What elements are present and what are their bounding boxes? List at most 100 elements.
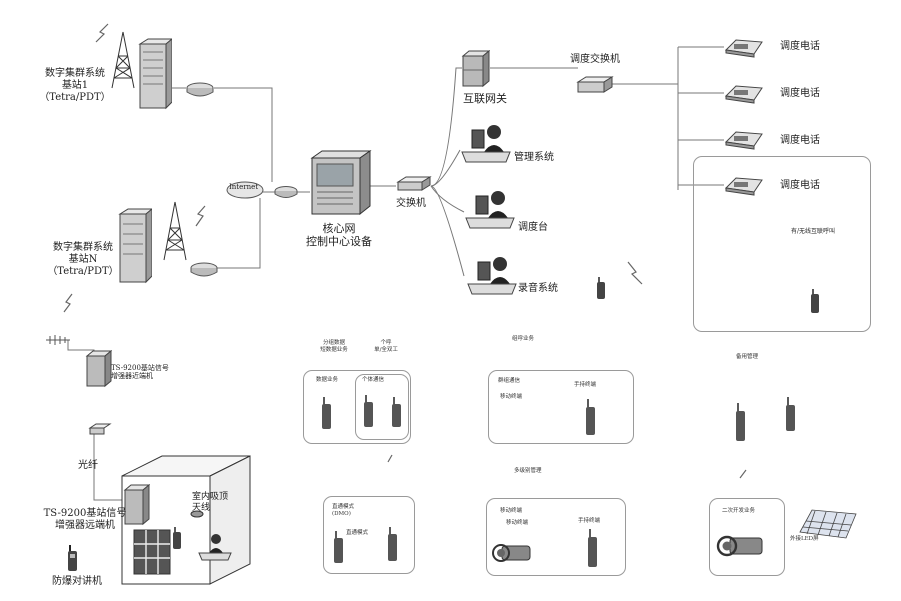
fiber-converter-icon (88, 420, 112, 439)
handheld-radio-icon (362, 394, 374, 432)
dispatch-switch-icon (576, 76, 614, 98)
dispatch-phone-label: 调度电话 (780, 41, 820, 52)
handheld-radio-icon (66, 544, 78, 576)
service-caption-3: 组呼业务 (512, 336, 535, 342)
fiber-label: 光纤 (78, 460, 98, 471)
indoor-antenna-line1: 室内吸顶 (192, 492, 229, 502)
switch-icon (396, 176, 432, 196)
mgmt-system-label: 管理系统 (514, 152, 554, 163)
secondary-dev-panel (709, 498, 785, 576)
handheld-radio-icon (586, 528, 598, 572)
yagi-antenna (46, 335, 70, 345)
handheld-radio-icon (810, 288, 820, 318)
group-call-title: 群组通信 (498, 378, 521, 384)
far-end-line1: TS-9200基站信号 (43, 508, 127, 519)
base-station-n-label: 数字集群系统 基站N （Tetra/PDT） (40, 242, 126, 278)
signal-bolt (63, 23, 747, 479)
far-end-label: TS-9200基站信号 增强器远端机 (36, 508, 134, 532)
handheld-radio-icon (172, 526, 182, 554)
service-caption-4: 备用管理 (736, 354, 759, 360)
personal-call-label: 个体通信 (362, 377, 385, 383)
data-service-label: 数据业务 (316, 377, 339, 383)
personal-call-panel (355, 374, 409, 440)
handheld-radio-icon (390, 396, 402, 432)
desk-phone-icon (724, 38, 764, 62)
dispatch-phone-label: 调度电话 (780, 180, 820, 191)
direct-mode-inner: 直通模式 (346, 530, 369, 536)
indoor-antenna-line2: 天线 (192, 502, 211, 513)
base-station-1-label: 数字集群系统 基站1 （Tetra/PDT） (32, 68, 118, 104)
handheld-radio-icon (386, 526, 398, 566)
interconnect-label: 有/无线互联呼叫 (791, 228, 836, 235)
tower-icon (160, 200, 190, 266)
tower-icon (108, 30, 138, 94)
direct-mode-panel (323, 496, 415, 574)
near-end-line2: 增强器近端机 (111, 372, 153, 381)
switch-label: 交换机 (396, 198, 426, 209)
handheld-radio-icon (596, 276, 606, 304)
direct-mode-title: 直通模式 (DMO) (332, 504, 354, 517)
dispatch-phone-label: 调度电话 (780, 88, 820, 99)
handheld-radio-icon (332, 530, 344, 568)
operator-workstation-icon (466, 254, 518, 302)
handheld-radio-icon (584, 398, 596, 440)
handheld-radio-icon (734, 402, 746, 446)
internet-cloud-icon (226, 180, 264, 204)
operator-workstation-icon (460, 122, 512, 170)
base-station-n-line2: 基站N (68, 254, 98, 265)
dispatch-phone-label: 调度电话 (780, 135, 820, 146)
desk-phone-icon (724, 176, 764, 200)
service-caption-1: 分组数据 短数据业务 (312, 340, 356, 353)
base-station-1-line2: 基站1 (61, 80, 89, 91)
group-call-mobile: 移动终端 (500, 394, 523, 400)
server-rack-icon (118, 207, 154, 288)
gateway-icon (460, 49, 491, 94)
vehicle-sub: 移动终端 (506, 520, 529, 526)
router-icon (274, 184, 298, 204)
vehicle-terminal-panel (486, 498, 626, 576)
service-caption-2-line1: 个呼 (380, 340, 392, 346)
service-caption-2-line2: 单/全双工 (374, 346, 398, 353)
near-end-line1: TS-9200基站信号 (111, 364, 169, 372)
recording-system-label: 录音系统 (518, 283, 558, 294)
service-caption-5: 多级别管理 (514, 468, 542, 474)
router-icon (186, 80, 216, 102)
base-station-1-line1: 数字集群系统 (45, 68, 105, 79)
solar-led-label: 外接LED屏 (790, 536, 819, 542)
explosion-radio-label: 防爆对讲机 (52, 576, 102, 587)
service-caption-2: 个呼 单/全双工 (366, 340, 406, 353)
repeater-unit-icon (84, 349, 113, 394)
internet-label: Internet (229, 183, 259, 191)
operator-workstation-icon (198, 532, 232, 566)
server-rack-icon (138, 37, 174, 114)
base-station-n-line3: （Tetra/PDT） (47, 266, 119, 277)
far-end-line2: 增强器远端机 (55, 520, 115, 531)
core-label: 核心网 控制中心设备 (296, 222, 382, 248)
interconnect-panel (693, 156, 871, 332)
core-line1: 核心网 (322, 222, 356, 235)
vehicle-radio-icon (492, 540, 534, 570)
direct-mode-title2: (DMO) (332, 510, 351, 517)
router-icon (190, 260, 220, 282)
core-line2: 控制中心设备 (306, 235, 372, 249)
ceiling-antenna-icon (190, 504, 204, 523)
base-station-n-line1: 数字集群系统 (53, 242, 113, 253)
dispatch-switch-label: 调度交换机 (570, 54, 620, 65)
repeater-unit-icon (122, 483, 151, 532)
indoor-antenna-label: 室内吸顶 天线 (192, 492, 228, 514)
group-call-panel (488, 370, 634, 444)
secondary-dev-title: 二次开发业务 (722, 508, 756, 514)
service-caption-1-line1: 分组数据 (322, 340, 345, 346)
data-service-panel (303, 370, 411, 444)
service-caption-1-line2: 短数据业务 (320, 346, 348, 353)
dispatch-console-label: 调度台 (518, 222, 548, 233)
handheld-radio-icon (784, 396, 796, 436)
solar-panel (799, 509, 857, 539)
handheld-radio-icon (320, 396, 332, 434)
near-end-label: TS-9200基站信号 增强器近端机 (111, 364, 169, 381)
core-server-icon (308, 150, 372, 220)
direct-mode-title1: 直通模式 (332, 504, 355, 510)
vehicle-radio-icon (716, 530, 766, 564)
vehicle-handheld: 手持终端 (578, 518, 601, 524)
base-station-1-line3: （Tetra/PDT） (39, 92, 111, 103)
